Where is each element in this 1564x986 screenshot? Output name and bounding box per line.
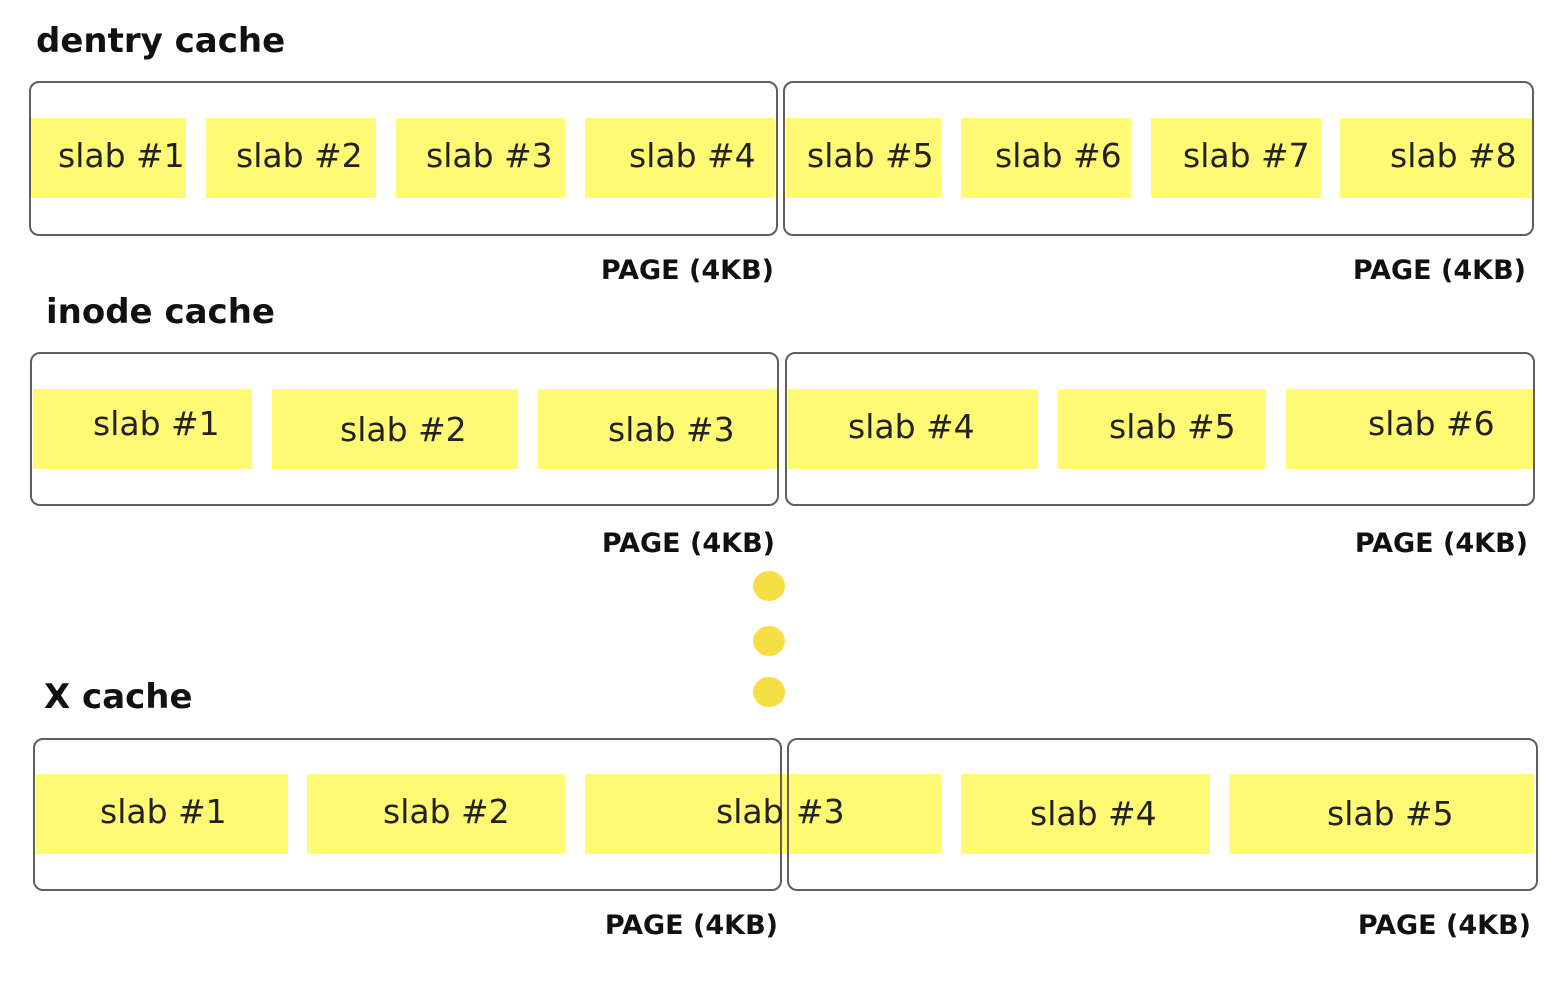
slab-label: #3 [796,792,845,831]
page-box [783,81,1534,236]
slab-label: slab #8 [1390,136,1517,175]
slab-block [36,774,288,854]
slab-label: slab #5 [807,136,934,175]
ellipsis-dot [753,626,785,656]
page-box [787,738,1538,891]
slab-label: slab #5 [1109,407,1236,446]
inode-cache-title: inode cache [46,292,275,332]
slab-block [206,118,376,198]
slab-label: slab #4 [848,407,975,446]
slab-block [33,389,252,469]
slab-label: slab #4 [1030,794,1157,833]
slab-block [961,774,1210,854]
page-box [33,738,782,891]
slab-block [1151,118,1321,198]
slab-block [396,118,565,198]
slab-label: slab #2 [383,792,510,831]
page-size-label: PAGE (4KB) [600,255,774,286]
slab-label: slab #3 [426,136,553,175]
slab-block [1058,389,1266,469]
page-size-label: PAGE (4KB) [1354,528,1528,559]
slab-label: slab #6 [1368,404,1495,443]
page-size-label: PAGE (4KB) [601,528,775,559]
slab-label: slab [716,792,784,831]
ellipsis-dot [753,571,785,601]
page-box [785,352,1535,506]
slab-block [585,118,775,198]
slab-label: slab #5 [1327,794,1454,833]
page-box [29,81,778,236]
slab-block [788,389,1038,469]
slab-block [307,774,565,854]
slab-block [961,118,1131,198]
slab-label: slab #2 [236,136,363,175]
slab-label: slab #3 [608,410,735,449]
page-size-label: PAGE (4KB) [1357,910,1531,941]
slab-block [1286,389,1533,469]
slab-label: slab #4 [629,136,756,175]
page-size-label: PAGE (4KB) [1352,255,1526,286]
slab-label: slab #1 [100,792,227,831]
page-box [30,352,779,506]
slab-label: slab #6 [995,136,1122,175]
slab-block [585,774,941,854]
slab-block [786,118,941,198]
slab-label: slab #1 [58,136,185,175]
slab-block [272,389,518,469]
slab-label: slab #1 [93,404,220,443]
page-size-label: PAGE (4KB) [604,910,778,941]
dentry-cache-title: dentry cache [36,21,286,61]
slab-block [1340,118,1532,198]
slab-label: slab #2 [340,410,467,449]
x-cache-title: X cache [44,677,193,717]
slab-label: slab #7 [1183,136,1310,175]
slab-block [538,389,777,469]
slab-block [31,118,186,198]
ellipsis-dot [753,677,785,707]
slab-block [1229,774,1534,854]
